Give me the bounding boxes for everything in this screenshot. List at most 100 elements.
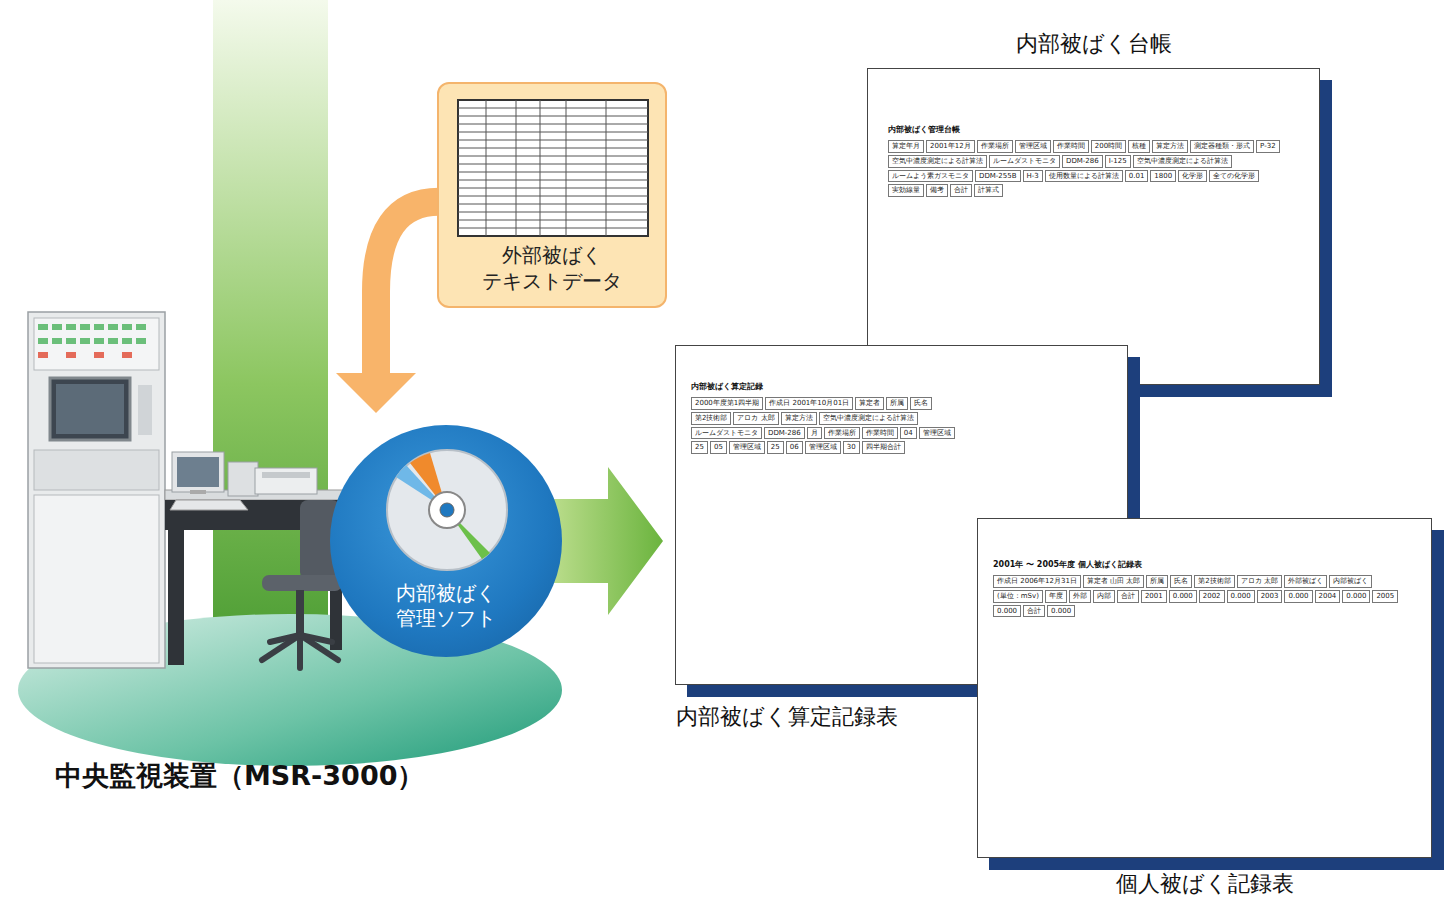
table-cell: 年度: [1045, 590, 1067, 603]
table-cell: 05: [710, 441, 727, 454]
table-cell: 核種: [1128, 140, 1150, 153]
arrowhead: [336, 373, 416, 413]
table-cell: 0.000: [1047, 605, 1075, 618]
table-cell: 内部: [1093, 590, 1115, 603]
table-cell: 04: [900, 427, 917, 440]
table-cell: H-3: [1023, 170, 1043, 183]
table-cell: 0.000: [993, 605, 1021, 618]
table-cell: 外部被ばく: [1284, 575, 1327, 588]
table-cell: DDM-286: [764, 427, 805, 440]
document-title: 個人被ばく記録表: [978, 869, 1431, 899]
disc-hole: [440, 503, 454, 517]
disc-hub: [429, 492, 465, 528]
document-heading: 内部被ばく算定記録: [691, 381, 971, 392]
table-cell: 計算式: [974, 184, 1003, 197]
table-frame: [458, 100, 648, 236]
data-box: 外部被ばく テキストデータ: [437, 82, 667, 308]
table-cell: 化学形: [1178, 170, 1207, 183]
table-cell: アロカ 太郎: [733, 412, 778, 425]
table-cell: 合計: [1117, 590, 1139, 603]
table-cell: 空気中濃度測定による計算法: [1133, 155, 1232, 168]
table-cell: 第2技術部: [691, 412, 731, 425]
table-col-line: [606, 100, 607, 236]
table-cell: DDM-286: [1062, 155, 1103, 168]
table-cell: 氏名: [1170, 575, 1192, 588]
table-cell: 2001: [1141, 590, 1167, 603]
connector-arrow: [554, 467, 663, 615]
table-cell: 管理区域: [1015, 140, 1051, 153]
table-cell: 2001年12月: [926, 140, 975, 153]
document-title: 内部被ばく台帳: [868, 29, 1319, 59]
table-col-line: [516, 100, 517, 236]
table-cell: 内部被ばく: [1329, 575, 1372, 588]
equipment-node: 中央監視装置（MSR-3000）: [28, 310, 348, 670]
document-content: 2001年 〜 2005年度 個人被ばく記録表作成日 2006年12月31日算定…: [993, 559, 1413, 619]
table-cell: 作成日 2006年12月31日: [993, 575, 1081, 588]
table-cell: 実効線量: [888, 184, 924, 197]
table-cell: 0.000: [1227, 590, 1255, 603]
table-cell: 作成日 2001年10月01日: [765, 397, 853, 410]
table-cell: 使用数量による計算法: [1045, 170, 1123, 183]
table-cell: 所属: [1146, 575, 1168, 588]
table-cell: 作業時間: [862, 427, 898, 440]
table-cell: 作業場所: [977, 140, 1013, 153]
equipment-label: 中央監視装置（MSR-3000）: [55, 758, 424, 794]
table-cell: 作業時間: [1053, 140, 1089, 153]
document-heading: 2001年 〜 2005年度 個人被ばく記録表: [993, 559, 1413, 570]
table-cell: 外部: [1069, 590, 1091, 603]
table-cell: 0.000: [1284, 590, 1312, 603]
table-cell: 2004: [1315, 590, 1341, 603]
table-cell: P-32: [1256, 140, 1280, 153]
table-cell: 2005: [1372, 590, 1398, 603]
table-cell: I-125: [1105, 155, 1131, 168]
table-cell: 備考: [926, 184, 948, 197]
disc: [387, 450, 507, 570]
table-cell: 算定者: [855, 397, 884, 410]
table-cell: 0.000: [1342, 590, 1370, 603]
box-label: 外部被ばく テキストデータ: [467, 242, 637, 294]
table-cell: 月: [807, 427, 822, 440]
table-cell: 管理区域: [729, 441, 765, 454]
table-cell: ルームダストモニタ: [691, 427, 762, 440]
table-cell: 作業場所: [824, 427, 860, 440]
table-cell: 空気中濃度測定による計算法: [819, 412, 918, 425]
document-heading: 内部被ばく管理台帳: [888, 124, 1298, 135]
table-col-line: [566, 100, 567, 236]
table-cell: 合計: [950, 184, 972, 197]
document-sheet: 内部被ばく台帳内部被ばく管理台帳算定年月2001年12月作業場所管理区域作業時間…: [867, 68, 1320, 385]
table-cell: 25: [691, 441, 708, 454]
circle-label: 内部被ばく 管理ソフト: [376, 581, 516, 631]
table-cell: 所属: [886, 397, 908, 410]
table-cell: (単位：mSv): [993, 590, 1043, 603]
table-cell: ルームダストモニタ: [989, 155, 1060, 168]
table-cell: 管理区域: [805, 441, 841, 454]
table-cell: 1800: [1150, 170, 1176, 183]
monitoring-equipment: [28, 312, 345, 668]
table-cell: 2002: [1199, 590, 1225, 603]
table-cell: ルームよう素ガスモニタ: [888, 170, 973, 183]
connector: [336, 202, 439, 413]
table-cell: 算定方法: [1152, 140, 1188, 153]
table-cell: 合計: [1023, 605, 1045, 618]
table-col-line: [486, 100, 487, 236]
table-cell: 30: [843, 441, 860, 454]
table-cell: アロカ 太郎: [1237, 575, 1282, 588]
table-cell: 0.01: [1125, 170, 1149, 183]
table-icon: [456, 98, 650, 238]
table-cell: DDM-255B: [975, 170, 1021, 183]
table-cell: 全ての化学形: [1209, 170, 1259, 183]
table-cell: 2000年度第1四半期: [691, 397, 763, 410]
table-cell: 200時間: [1091, 140, 1126, 153]
table-cell: 25: [767, 441, 784, 454]
table-cell: 算定年月: [888, 140, 924, 153]
document-sheet: 個人被ばく記録表2001年 〜 2005年度 個人被ばく記録表作成日 2006年…: [977, 518, 1432, 858]
table-cell: 2003: [1257, 590, 1283, 603]
table-cell: 氏名: [910, 397, 932, 410]
table-cell: 管理区域: [919, 427, 955, 440]
connector: [554, 467, 663, 615]
table-cell: 算定者 山田 太郎: [1083, 575, 1144, 588]
table-cell: 測定器種類・形式: [1190, 140, 1254, 153]
table-cell: 0.000: [1169, 590, 1197, 603]
table-cell: 四半期合計: [862, 441, 905, 454]
